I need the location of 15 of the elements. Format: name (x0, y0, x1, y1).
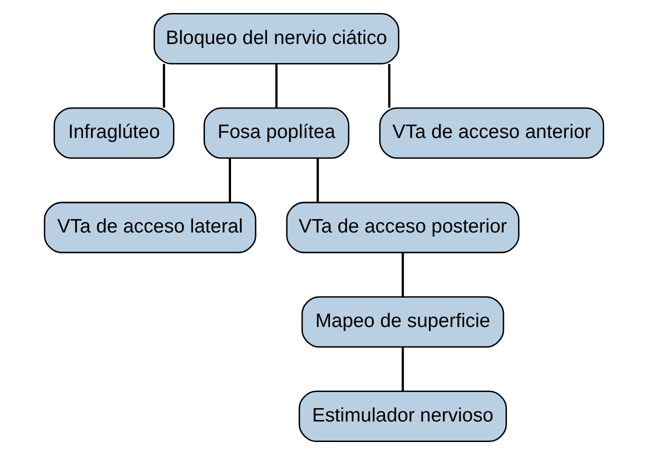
connector (402, 347, 404, 391)
connector (402, 252, 404, 297)
node-box: Bloqueo del nervio ciático (154, 12, 400, 64)
node-box: VTa de acceso anterior (379, 107, 604, 159)
node-box: VTa de acceso lateral (44, 202, 256, 254)
node-box: Mapeo de superficie (301, 296, 504, 348)
connector (388, 64, 390, 108)
connector (275, 64, 278, 108)
node-box: Fosa poplítea (204, 107, 350, 159)
node-box: Infraglúteo (54, 107, 174, 159)
node-box: Estimulador nervioso (298, 390, 507, 442)
connector (316, 158, 319, 202)
connector (228, 158, 232, 202)
node-box: VTa de acceso posterior (286, 202, 520, 254)
connector (162, 64, 166, 108)
